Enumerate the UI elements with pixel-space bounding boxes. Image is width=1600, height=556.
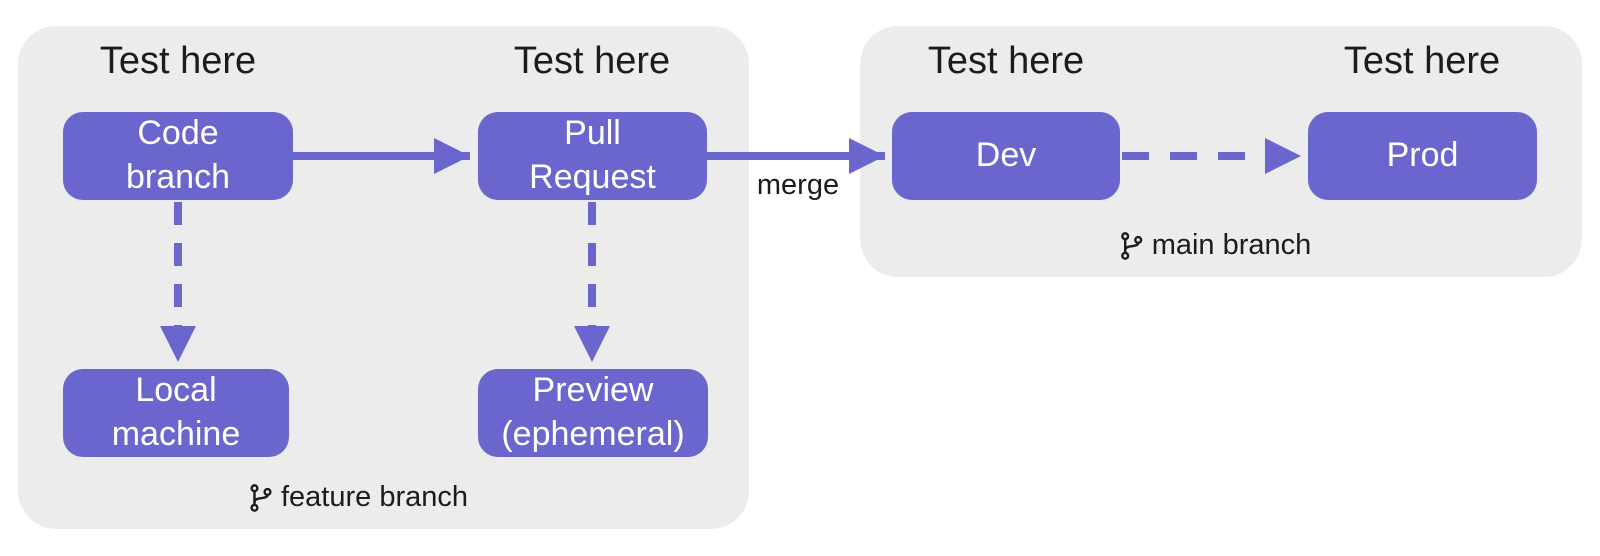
test-here-label-pull-request: Test here [513,40,671,82]
main-branch-caption: main branch [1119,229,1312,262]
feature-branch-caption-text: feature branch [280,481,469,513]
feature-branch-caption: feature branch [248,481,468,514]
main-branch-caption-text: main branch [1151,229,1312,261]
test-here-label-code-branch: Test here [99,40,257,82]
test-here-label-dev: Test here [927,40,1085,82]
node-local-machine: Local machine [63,369,289,457]
git-branch-icon [1121,231,1143,260]
test-here-label-prod: Test here [1343,40,1501,82]
node-prod: Prod [1308,112,1537,200]
node-code-branch: Code branch [63,112,293,200]
merge-edge-label: merge [756,169,840,201]
node-pull-request: Pull Request [478,112,707,200]
node-dev: Dev [892,112,1120,200]
node-preview-ephemeral: Preview (ephemeral) [478,369,708,457]
git-branch-icon [250,483,272,512]
